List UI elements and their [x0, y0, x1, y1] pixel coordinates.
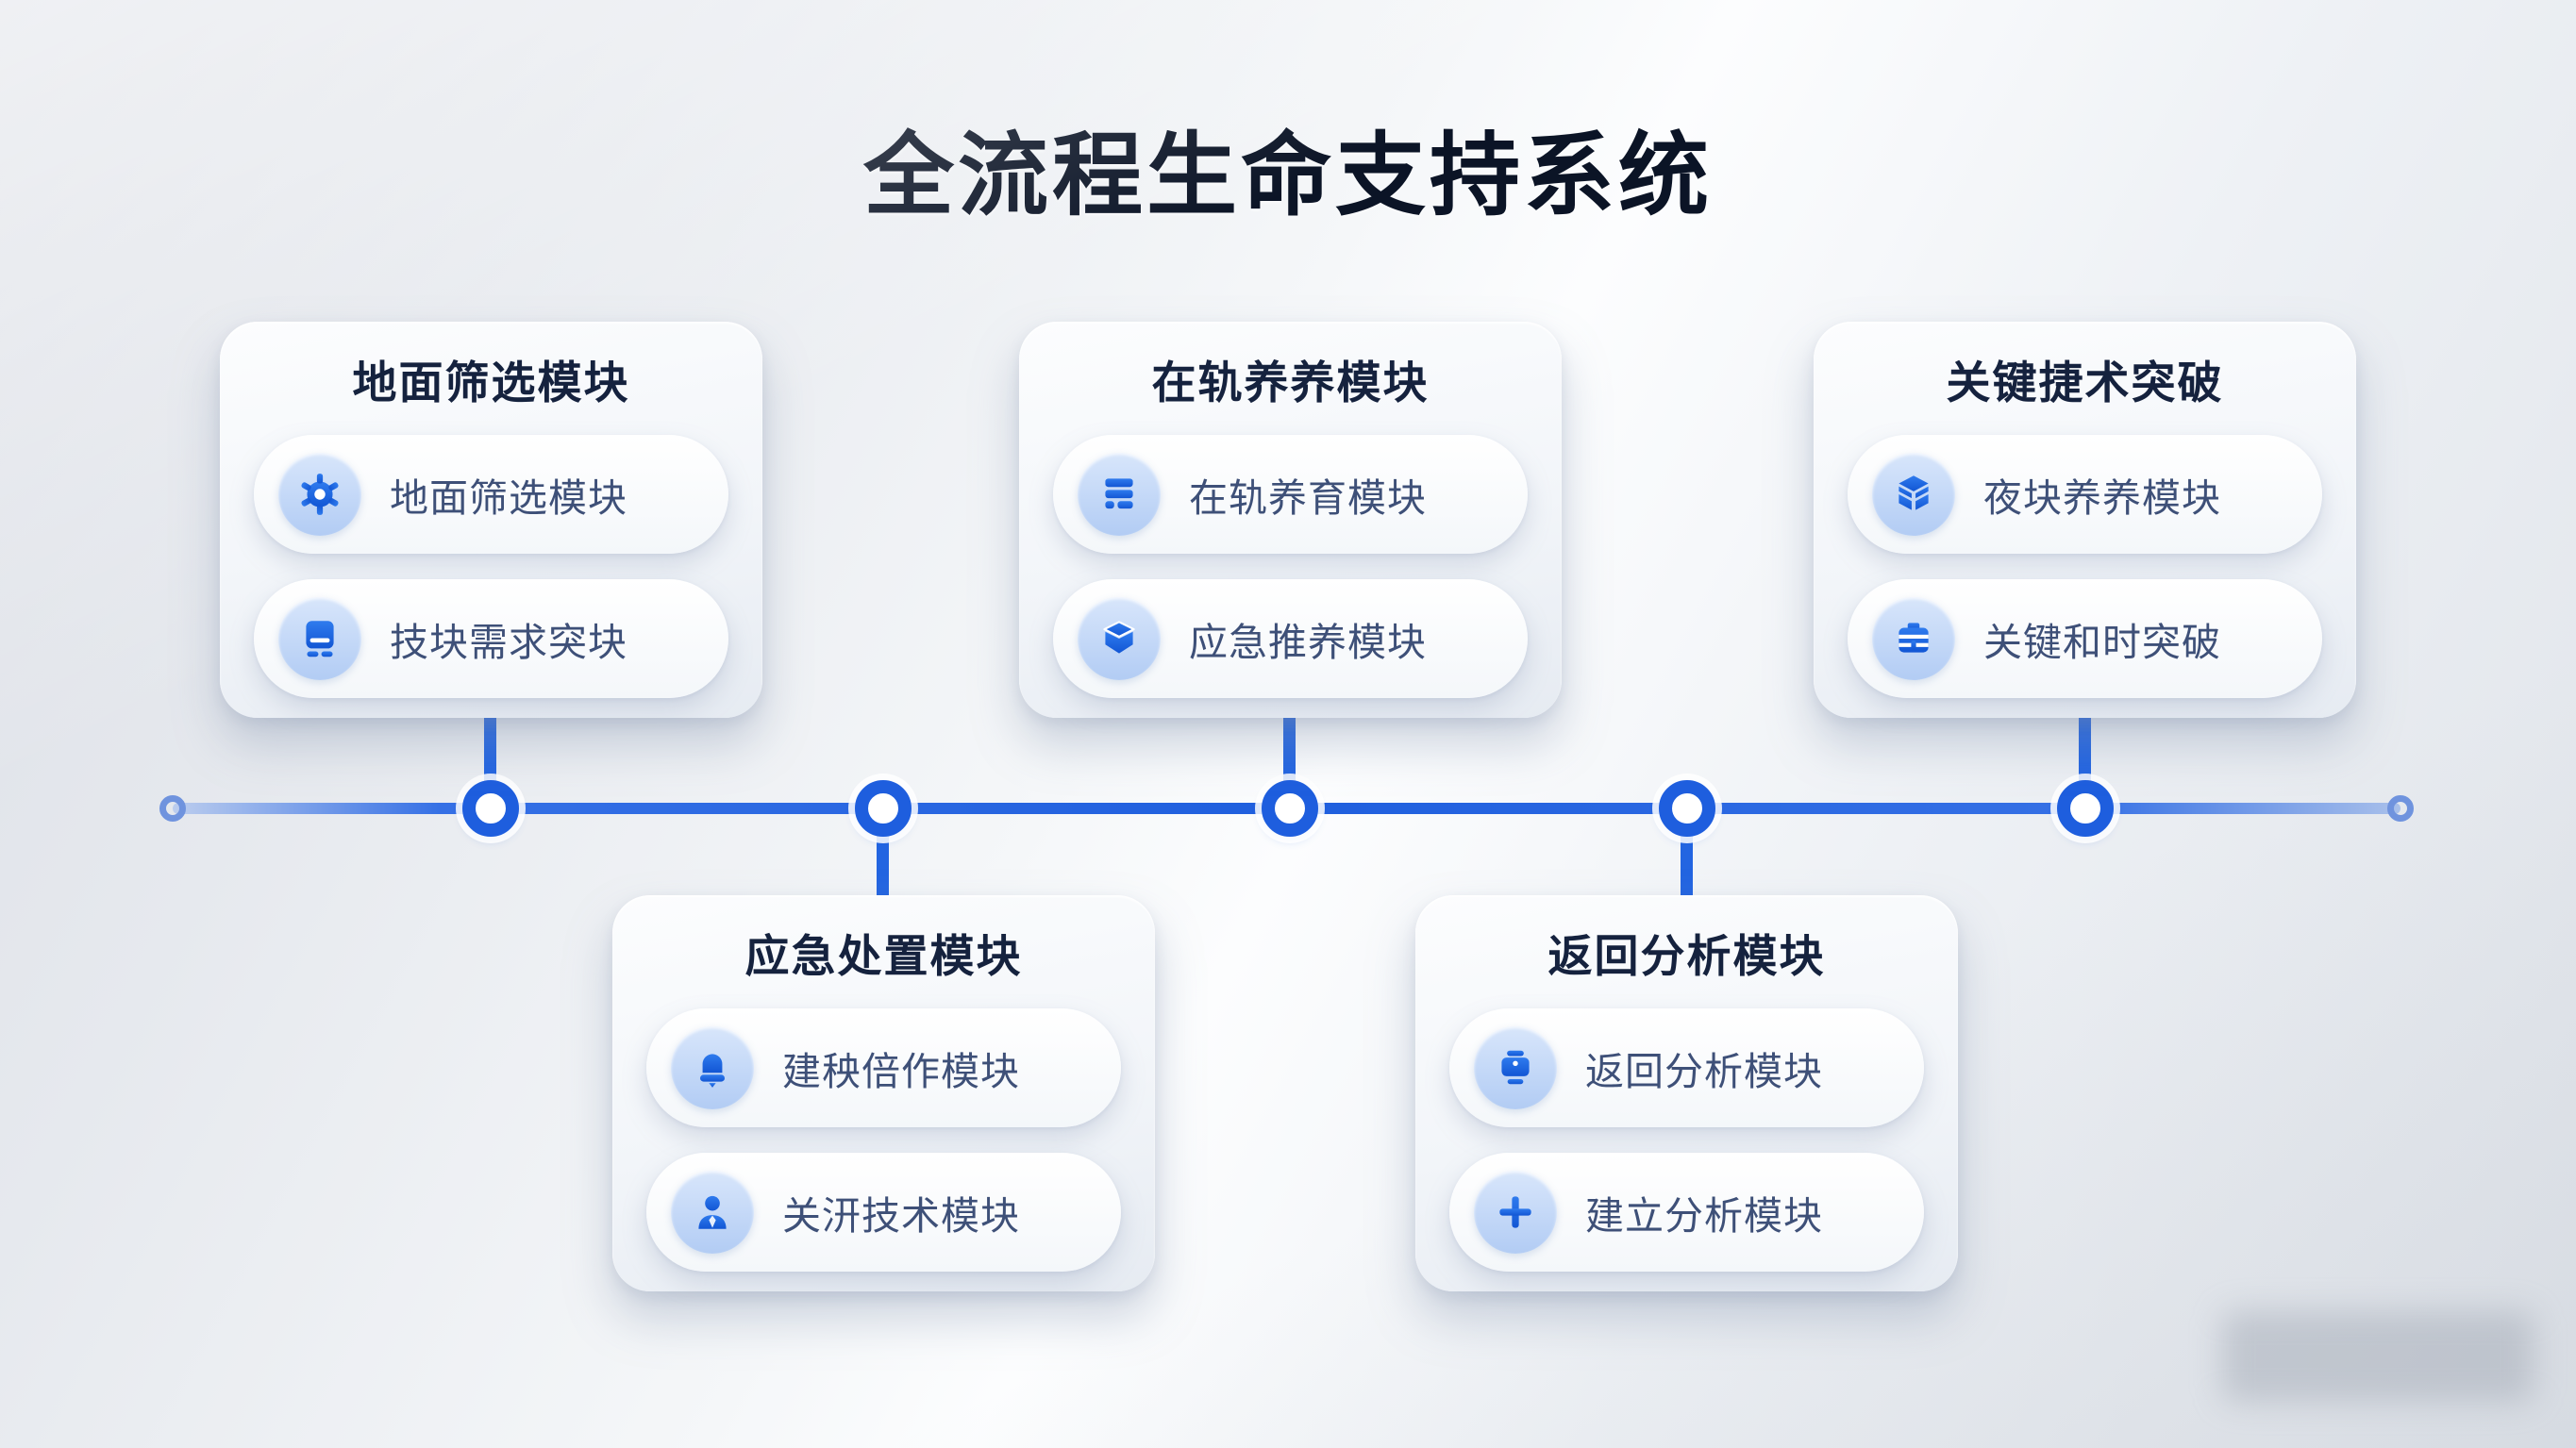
- gear-icon: [278, 453, 361, 536]
- item-label: 关键和时突破: [1983, 621, 2221, 664]
- connector-card4: [877, 826, 889, 909]
- timeline-endpoint-left: [159, 795, 186, 822]
- item-label: 地面筛选模块: [390, 476, 627, 520]
- card-return-analysis: 返回分析模块 返回分析模块: [1415, 895, 1958, 1291]
- page-title: 全流程生命支持系统: [863, 125, 1713, 226]
- list-item: 关汧技术模块: [646, 1153, 1121, 1272]
- connector-card2: [1283, 707, 1296, 791]
- card-title: 应急处置模块: [744, 930, 1023, 981]
- item-label: 返回分析模块: [1585, 1050, 1823, 1093]
- item-label: 技块需求突块: [390, 621, 627, 664]
- list-item: 关键和时突破: [1848, 579, 2322, 698]
- siren-icon: [671, 1026, 754, 1109]
- timeline-endpoint-right: [2387, 795, 2414, 822]
- connector-card5: [1681, 826, 1693, 909]
- box-icon: [1078, 597, 1161, 680]
- card-title: 关键捷术突破: [1946, 357, 2224, 408]
- timeline-node-1: [462, 780, 519, 837]
- card-on-orbit: 在轨养养模块 在轨养育模块: [1019, 322, 1562, 718]
- list-item: 应急推养模块: [1053, 579, 1528, 698]
- card-emergency-handling: 应急处置模块 建秧倍作模块: [612, 895, 1155, 1291]
- list-item: 夜块养养模块: [1848, 435, 2322, 554]
- list-item: 返回分析模块: [1449, 1008, 1924, 1127]
- list-item: 建秧倍作模块: [646, 1008, 1121, 1127]
- book-icon: [278, 597, 361, 680]
- card-title: 在轨养养模块: [1151, 357, 1430, 408]
- briefcase-icon: [1474, 1026, 1557, 1109]
- item-label: 关汧技术模块: [782, 1194, 1020, 1238]
- connector-card3: [2079, 707, 2091, 791]
- list-item: 地面筛选模块: [254, 435, 728, 554]
- item-label: 应急推养模块: [1189, 621, 1427, 664]
- card-title: 返回分析模块: [1547, 930, 1826, 981]
- cube-stack-icon: [1872, 453, 1955, 536]
- item-label: 建立分析模块: [1585, 1194, 1823, 1238]
- list-item: 建立分析模块: [1449, 1153, 1924, 1272]
- item-label: 夜块养养模块: [1983, 476, 2221, 520]
- list-icon: [1078, 453, 1161, 536]
- timeline-node-4: [1659, 780, 1715, 837]
- timeline-node-2: [855, 780, 912, 837]
- card-title: 地面筛选模块: [352, 357, 630, 408]
- watermark-blur: [2222, 1311, 2534, 1402]
- timeline-node-5: [2057, 780, 2114, 837]
- person-icon: [671, 1171, 754, 1254]
- item-label: 在轨养育模块: [1189, 476, 1427, 520]
- plus-icon: [1474, 1171, 1557, 1254]
- toolbox-icon: [1872, 597, 1955, 680]
- connector-card1: [484, 707, 496, 791]
- item-label: 建秧倍作模块: [782, 1050, 1020, 1093]
- list-item: 在轨养育模块: [1053, 435, 1528, 554]
- timeline-node-3: [1262, 780, 1318, 837]
- list-item: 技块需求突块: [254, 579, 728, 698]
- card-ground-screening: 地面筛选模块: [220, 322, 762, 718]
- card-key-breakthrough: 关键捷术突破 夜块养养模块: [1814, 322, 2356, 718]
